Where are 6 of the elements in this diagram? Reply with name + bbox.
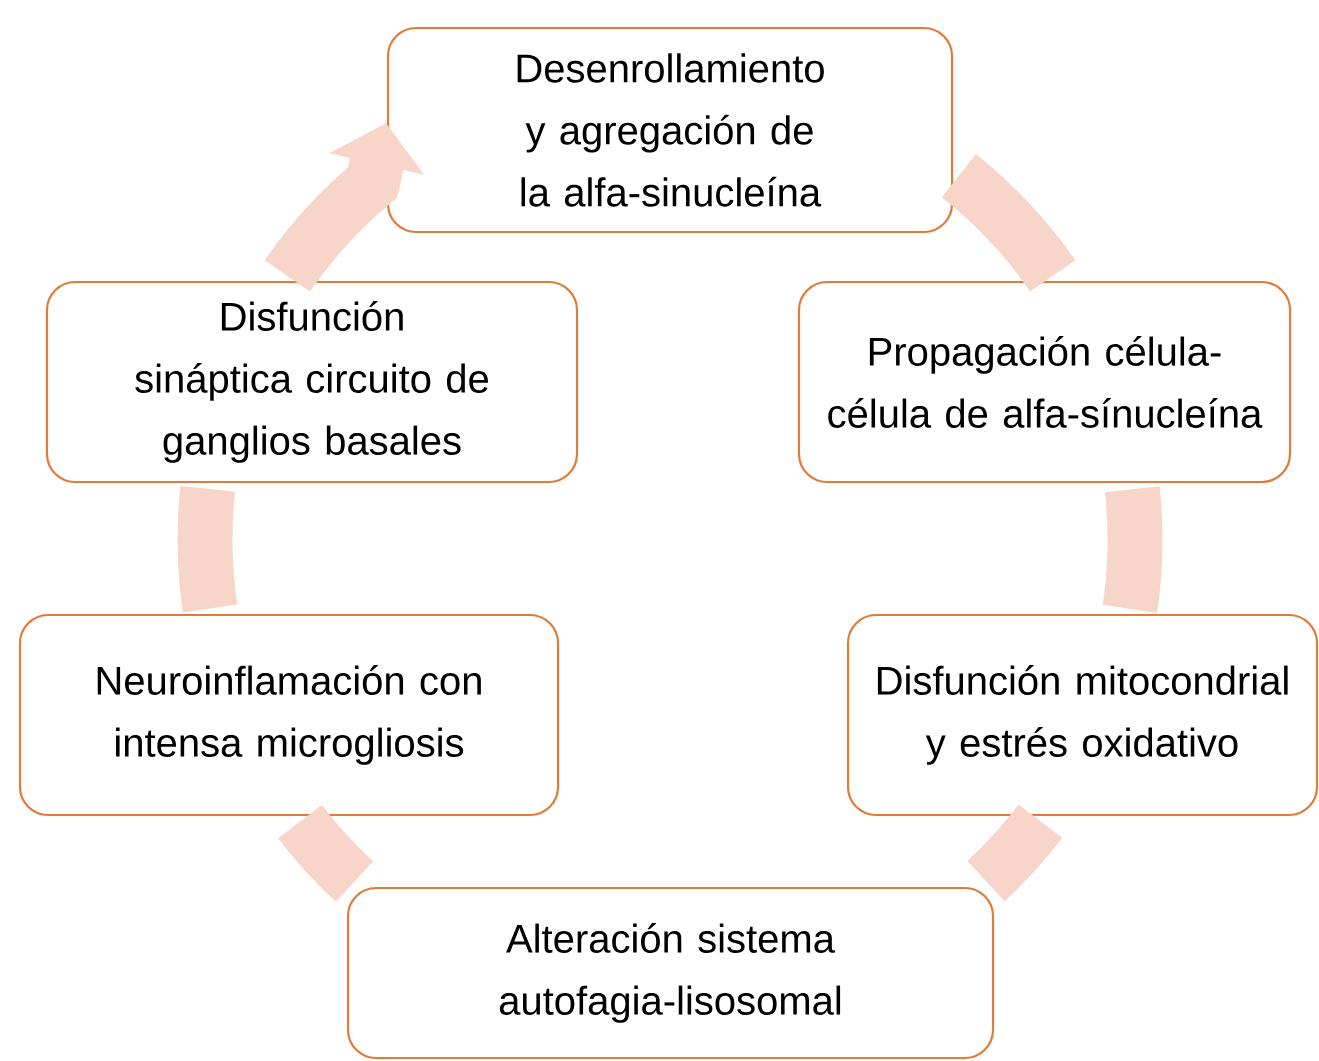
process-box: Propagación célula- célula de alfa-sínucleína <box>797 280 1292 484</box>
process-box: Neuroinflamación con intensa microgliosis <box>18 613 560 817</box>
process-box: Disfunción mitocondrial y estrés oxidativo <box>846 613 1319 817</box>
process-box: Disfunción sináptica circuito de ganglios basales <box>45 280 579 484</box>
process-box: Desenrollamiento y agregación de la alfa-sinucleína <box>386 26 954 234</box>
process-box: Alteración sistema autofagia-lisosomal <box>346 886 995 1060</box>
